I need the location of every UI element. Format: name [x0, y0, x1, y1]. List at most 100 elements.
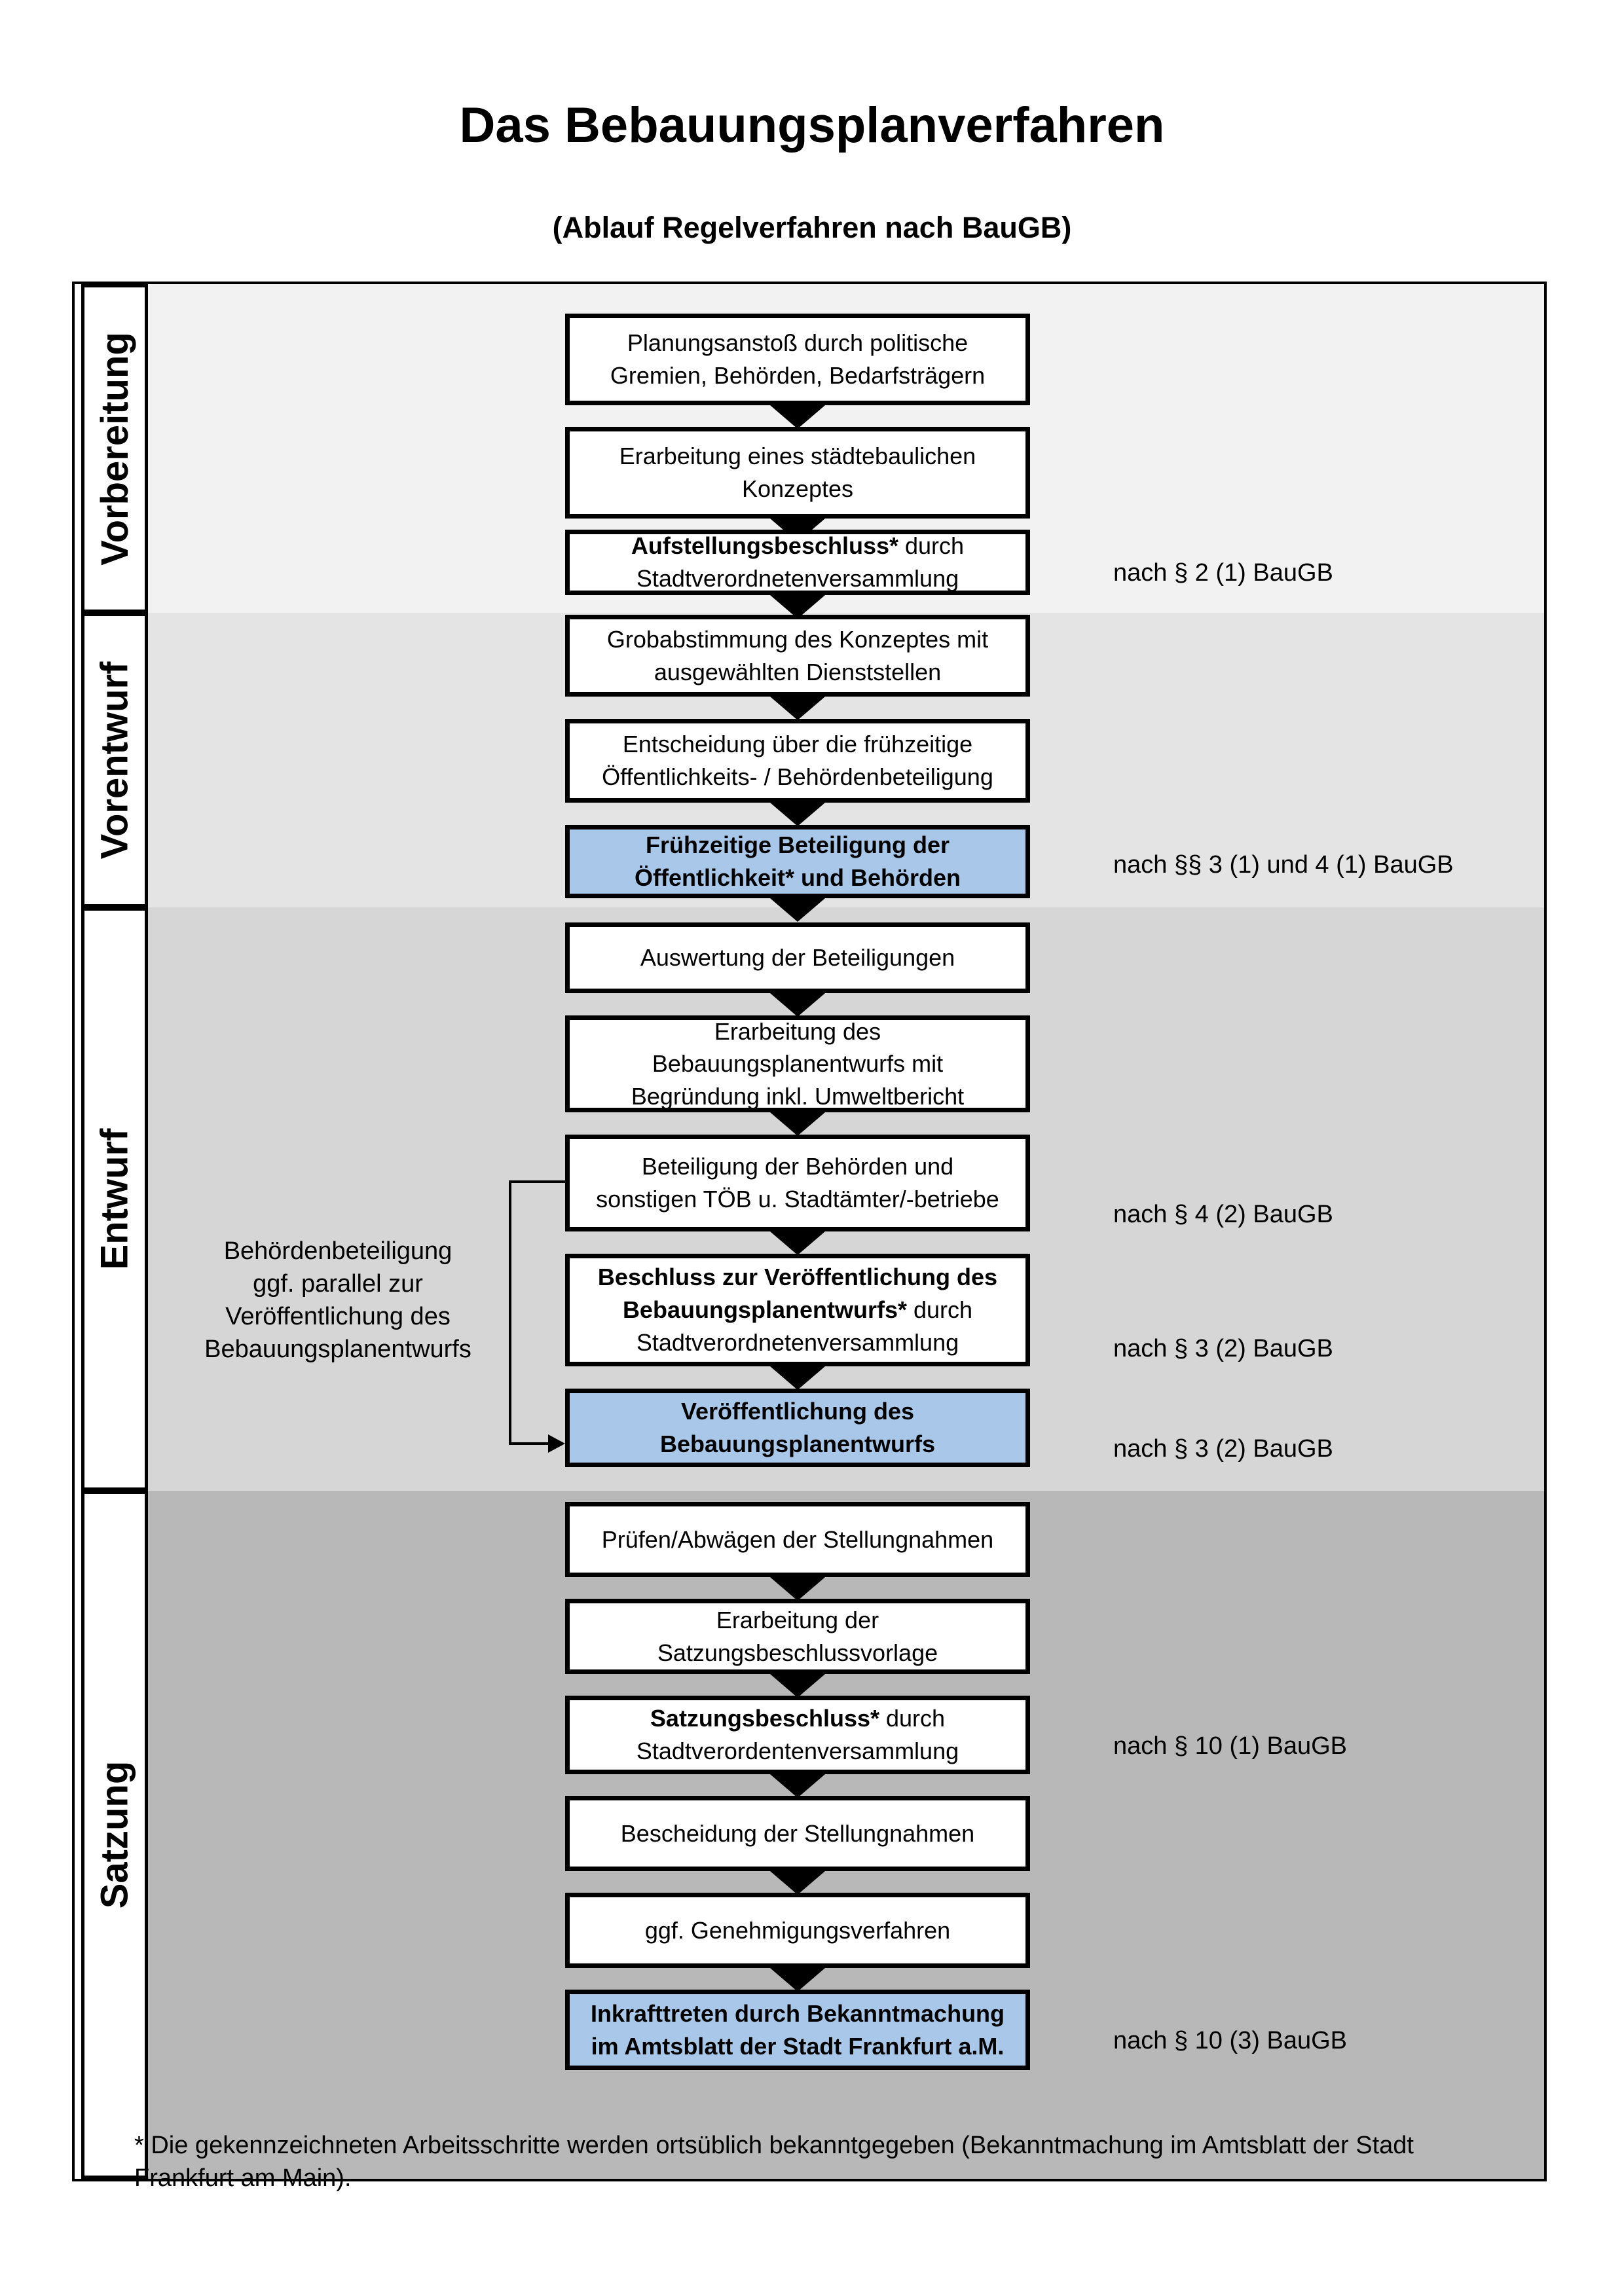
text-segment: Bescheidung der Stellungnahmen — [620, 1819, 975, 1847]
text-segment: ggf. Genehmigungsverfahren — [644, 1916, 951, 1944]
text-segment: Öffentlichkeit* und Behörden — [634, 864, 961, 891]
text-segment: Bebauungsplanentwurfs — [659, 1430, 936, 1457]
phase-label: Satzung — [93, 1760, 136, 1909]
text-segment: Erarbeitung eines städtebaulichen — [619, 443, 976, 470]
phase-label-cell-satzung: Satzung — [81, 1491, 148, 2179]
flow-box-line: Prüfen/Abwägen der Stellungnahmen — [602, 1523, 993, 1556]
text-segment: Die gekennzeichneten Arbeitsschritte wer… — [151, 2132, 1414, 2159]
flow-box-line: Bebauungsplanentwurfs* durch — [623, 1294, 972, 1326]
text-segment: Prüfen/Abwägen der Stellungnahmen — [601, 1525, 994, 1553]
flow-box-line: Öffentlichkeits- / Behördenbeteiligung — [602, 761, 993, 793]
text-segment: Bebauungsplanentwurfs* — [622, 1296, 907, 1324]
text-segment: Öffentlichkeits- / Behördenbeteiligung — [602, 763, 993, 790]
flow-box-line: Erarbeitung des — [714, 1015, 881, 1048]
arrow-down-icon — [770, 1871, 825, 1895]
connector-top-line — [509, 1180, 565, 1183]
flow-box-line: Beteiligung der Behörden und — [642, 1150, 953, 1183]
flow-box-auswertung-beteiligungen: Auswertung der Beteiligungen — [565, 922, 1030, 993]
text-segment: Auswertung der Beteiligungen — [640, 944, 955, 972]
arrow-down-icon — [770, 1112, 825, 1136]
arrow-down-icon — [770, 697, 825, 720]
text-segment: Begründung inkl. Umweltbericht — [631, 1082, 965, 1110]
text-segment: Veröffentlichung des — [680, 1398, 915, 1425]
legal-ref-1: nach § 2 (1) BauGB — [1113, 559, 1333, 587]
flow-box-line: Frühzeitige Beteiligung der — [646, 829, 950, 862]
legal-ref-2: nach §§ 3 (1) und 4 (1) BauGB — [1113, 851, 1454, 879]
flow-box-line: Satzungsbeschlussvorlage — [657, 1637, 938, 1669]
phase-label-cell-entwurf: Entwurf — [81, 907, 148, 1491]
flow-box-line: Inkrafttreten durch Bekanntmachung — [591, 1997, 1005, 2030]
footnote: * Die gekennzeichneten Arbeitsschritte w… — [134, 2129, 1536, 2195]
flow-box-pruefen-abwaegen: Prüfen/Abwägen der Stellungnahmen — [565, 1502, 1030, 1577]
text-segment: sonstigen TÖB u. Stadtämter/-betriebe — [596, 1186, 999, 1212]
flow-box-bescheidung: Bescheidung der Stellungnahmen — [565, 1796, 1030, 1871]
side-note-line: Bebauungsplanentwurfs — [204, 1336, 471, 1363]
text-segment: durch — [906, 1296, 973, 1324]
legal-ref-7: nach § 10 (3) BauGB — [1113, 2027, 1347, 2054]
arrow-down-icon — [770, 405, 825, 429]
text-segment: Erarbeitung der — [716, 1606, 879, 1633]
arrow-down-icon — [770, 1577, 825, 1601]
text-segment: Beteiligung der Behörden und — [641, 1153, 954, 1180]
flow-box-line: Begründung inkl. Umweltbericht — [631, 1080, 964, 1113]
connector-vertical-line — [509, 1180, 511, 1445]
phase-label-cell-vorbereitung: Vorbereitung — [81, 284, 148, 613]
text-segment: Stadtverordnetenversammlung — [636, 1328, 959, 1356]
arrow-down-icon — [770, 1968, 825, 1992]
side-note-line: Veröffentlichung des — [225, 1303, 451, 1330]
flow-box-line: Aufstellungsbeschluss* durch — [631, 530, 964, 562]
text-segment: durch — [879, 1705, 946, 1732]
flow-box-genehmigungsverfahren: ggf. Genehmigungsverfahren — [565, 1893, 1030, 1968]
flow-box-line: Erarbeitung eines städtebaulichen — [619, 440, 976, 473]
legal-ref-6: nach § 10 (1) BauGB — [1113, 1732, 1347, 1760]
arrow-down-icon — [770, 803, 825, 826]
connector-bottom-line — [509, 1442, 551, 1445]
connector-arrow-right-icon — [548, 1434, 565, 1453]
text-segment: Aufstellungsbeschluss* — [631, 532, 899, 560]
flow-box-line: Stadtverordentenversammlung — [637, 1735, 959, 1768]
arrow-down-icon — [770, 1231, 825, 1255]
legal-ref-3: nach § 4 (2) BauGB — [1113, 1201, 1333, 1228]
page-subtitle: (Ablauf Regelverfahren nach BauGB) — [552, 211, 1072, 244]
flow-box-line: Erarbeitung der — [716, 1604, 879, 1637]
arrow-down-icon — [770, 993, 825, 1017]
text-segment: Frankfurt am Main). — [134, 2164, 352, 2192]
phase-label: Vorentwurf — [93, 661, 136, 859]
flow-box-beteiligung-behoerden: Beteiligung der Behörden und sonstigen TÖ… — [565, 1135, 1030, 1231]
footnote-line: Frankfurt am Main). — [134, 2162, 1536, 2195]
phase-label: Vorbereitung — [93, 331, 136, 566]
flow-box-line: Entscheidung über die frühzeitige — [623, 728, 972, 761]
flow-box-line: Planungsanstoß durch politische — [627, 327, 968, 359]
flow-box-grobabstimmung: Grobabstimmung des Konzeptes mit ausgewäh… — [565, 615, 1030, 697]
text-segment: Gremien, Behörden, Bedarfsträgern — [610, 362, 986, 389]
side-note-line: ggf. parallel zur — [253, 1270, 423, 1298]
text-segment: Konzeptes — [741, 475, 854, 502]
text-segment: Planungsanstoß durch politische — [627, 329, 969, 357]
phase-label-cell-vorentwurf: Vorentwurf — [81, 613, 148, 907]
text-segment: durch — [898, 532, 965, 560]
flow-box-line: Öffentlichkeit* und Behörden — [635, 862, 961, 894]
text-segment: Grobabstimmung des Konzeptes mit — [606, 625, 989, 653]
arrow-down-icon — [770, 898, 825, 922]
flow-box-line: Bescheidung der Stellungnahmen — [621, 1817, 974, 1850]
flow-box-line: Stadtverordnetenversammlung — [637, 1326, 959, 1359]
text-segment: Inkrafttreten — [590, 1999, 728, 2027]
flow-box-line: Stadtverordnetenversammlung — [637, 562, 959, 595]
text-segment: ausgewählten Dienststellen — [654, 658, 942, 685]
legal-ref-5: nach § 3 (2) BauGB — [1113, 1435, 1333, 1463]
flow-box-line: Auswertung der Beteiligungen — [640, 941, 955, 974]
text-segment: Satzungsbeschlussvorlage — [657, 1639, 938, 1666]
phase-label: Entwurf — [93, 1128, 136, 1270]
text-segment: Erarbeitung des — [714, 1017, 881, 1045]
flow-box-line: Veröffentlichung des — [681, 1395, 914, 1428]
text-segment: Beschluss zur Veröffentlichung des — [597, 1264, 998, 1291]
